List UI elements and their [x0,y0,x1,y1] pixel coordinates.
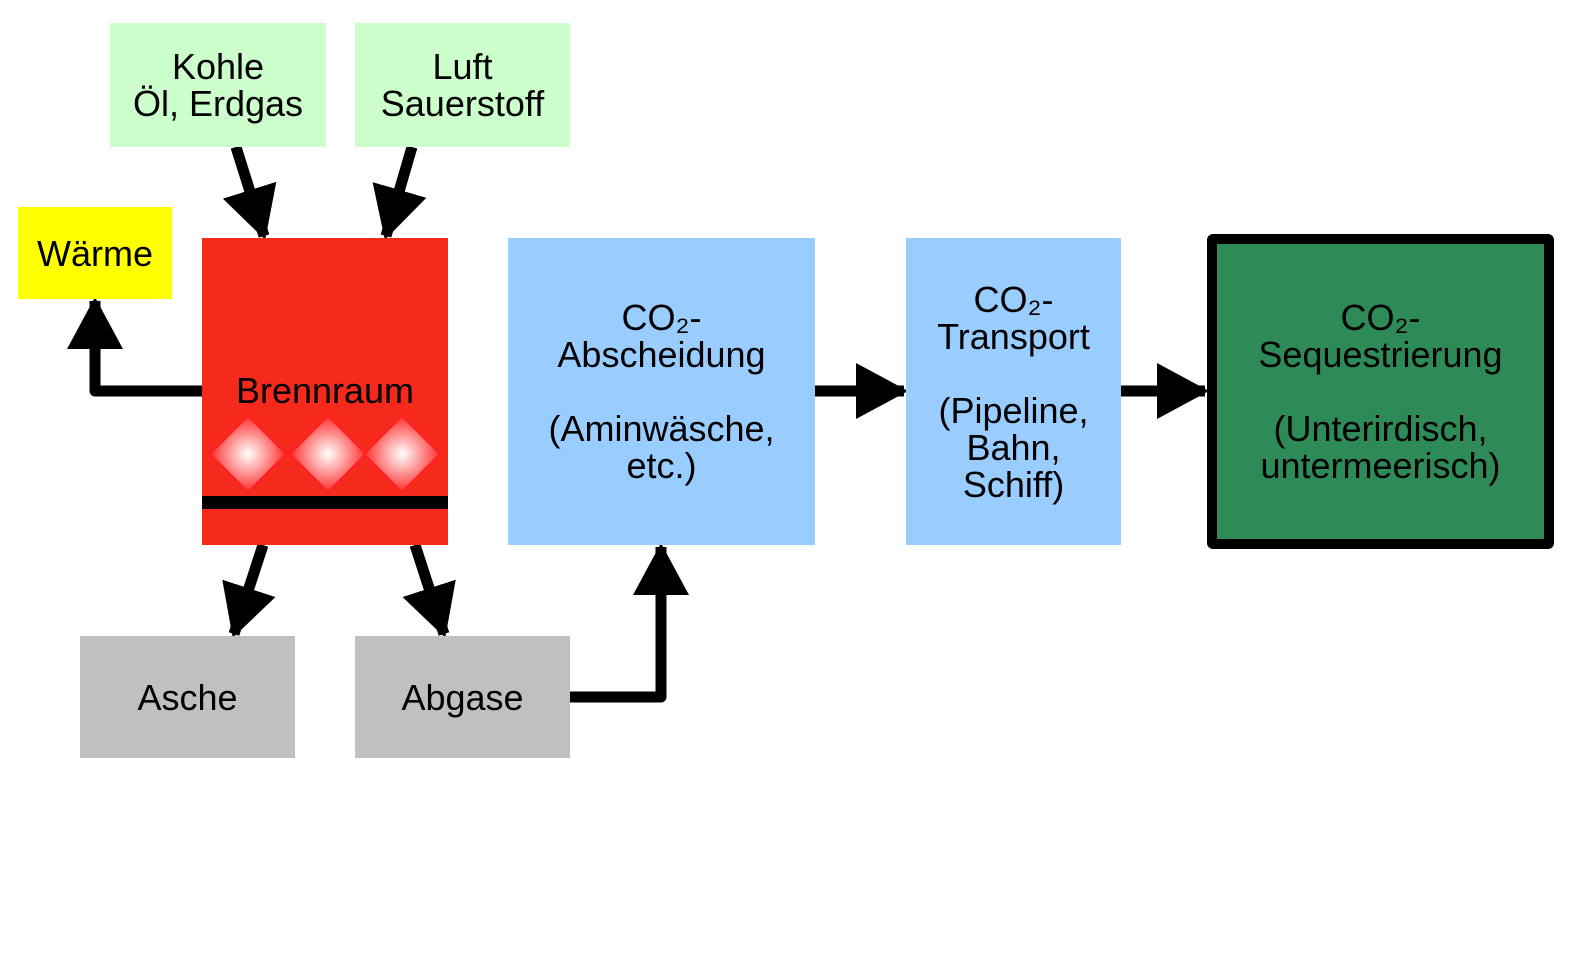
ash-box: Asche [80,636,295,758]
capture-line1: CO₂- [621,297,702,338]
transport-line4: Bahn, [966,426,1061,468]
transport-line5: Schiff) [962,463,1065,505]
capture-line3: (Aminwäsche, [548,408,775,449]
co2-transport-box: CO₂- Transport (Pipeline, Bahn, Schiff) [906,238,1121,545]
transport-line1: CO₂- [973,278,1054,320]
combustion-label: Brennraum [235,370,415,411]
arrow-combustion-to-heat [67,297,202,397]
ash-label: Asche [137,676,238,718]
sequestration-line2: Sequestrierung [1258,334,1503,375]
air-line2: Sauerstoff [380,83,545,124]
fuel-line2: Öl, Erdgas [132,83,304,124]
arrow-combustion-to-flue-gas [402,543,456,638]
fuel-line1: Kohle [171,46,265,87]
arrow-combustion-to-ash [222,543,276,638]
flue-gas-label: Abgase [401,676,524,718]
sequestration-line1: CO₂- [1340,297,1421,338]
co2-capture-box: CO₂- Abscheidung (Aminwäsche, etc.) [508,238,815,545]
heat-box: Wärme [18,207,172,299]
air-line1: Luft [432,46,493,87]
sequestration-line4: untermeerisch) [1260,445,1501,486]
flue-gas-box: Abgase [355,636,570,758]
co2-sequestration-box: CO₂- Sequestrierung (Unterirdisch, unter… [1207,234,1554,549]
sequestration-line3: (Unterirdisch, [1273,408,1488,449]
transport-line3: (Pipeline, [938,389,1089,431]
fuel-box: Kohle Öl, Erdgas [110,23,326,147]
air-box: Luft Sauerstoff [355,23,570,147]
heat-label: Wärme [37,232,153,274]
arrow-fuel-to-combustion [222,145,277,240]
capture-line2: Abscheidung [557,334,766,375]
transport-line2: Transport [937,315,1090,357]
arrow-flue-gas-to-capture [570,543,689,703]
capture-line4: etc.) [626,445,697,486]
arrow-air-to-combustion [372,145,427,240]
flame-icon [202,414,448,509]
combustion-chamber-box: Brennraum [202,238,448,545]
